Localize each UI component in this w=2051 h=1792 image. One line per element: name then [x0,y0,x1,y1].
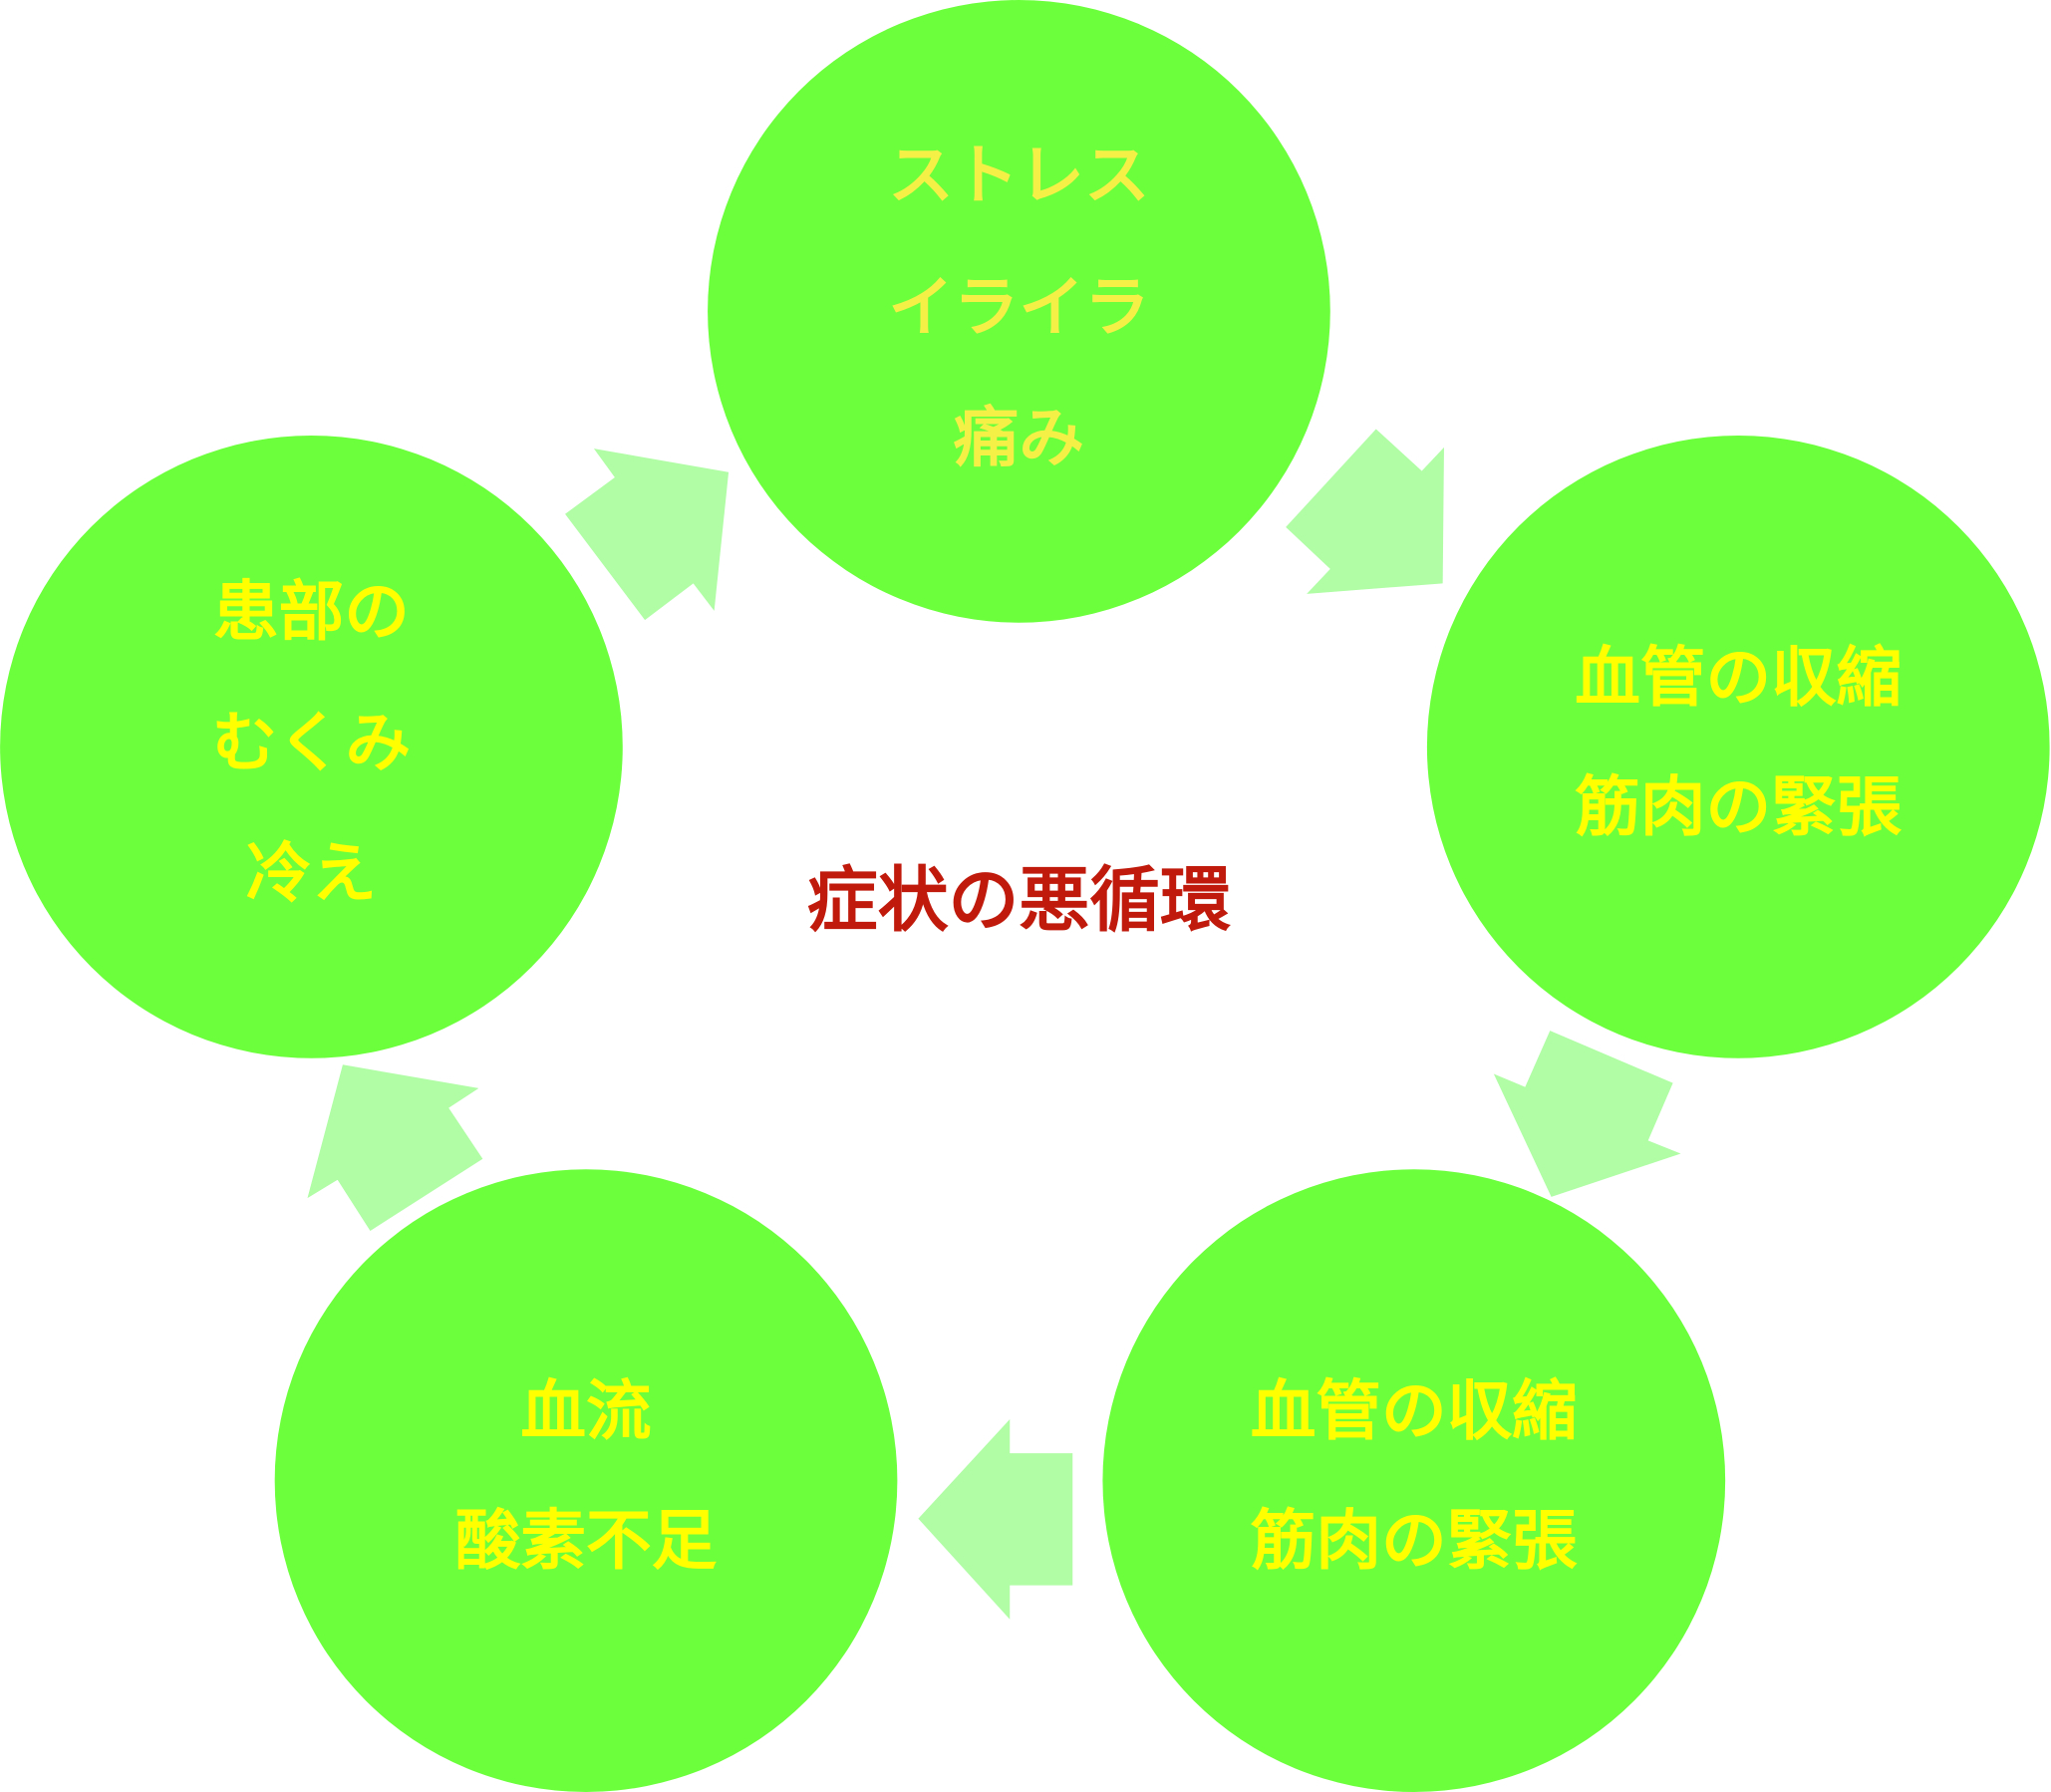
node-circle-bloodflow [274,1169,898,1792]
node-circle-swelling [0,436,623,1058]
node-text: 血管の収縮 [1575,640,1902,716]
node-text: 酸素不足 [455,1503,718,1579]
arrow-left-to-top [565,448,730,621]
node-text: 筋肉の緊張 [1251,1503,1578,1579]
node-text: 患部の [213,574,410,650]
arrow-top-to-right [1286,429,1444,594]
node-text: ストレス [888,138,1149,213]
arrow-bottom-left-to-left [307,1064,483,1231]
arrow-bottom-right-to-bottom-left [918,1418,1073,1620]
node-circle-vessel-right [1426,436,2050,1058]
node-text: むくみ [212,705,411,780]
node-text: 冷え [246,836,377,912]
node-text: 痛み [954,401,1084,476]
node-circle-stress [708,0,1330,623]
node-text: 血管の収縮 [1251,1373,1578,1449]
node-text: 血流 [520,1373,651,1449]
arrow-right-to-bottom-right [1493,1031,1681,1197]
diagram-title: 症状の悪循環 [807,859,1231,942]
node-circle-vessel-bottom [1102,1169,1726,1792]
node-text: 筋肉の緊張 [1575,769,1902,845]
node-text: イライラ [888,269,1149,345]
